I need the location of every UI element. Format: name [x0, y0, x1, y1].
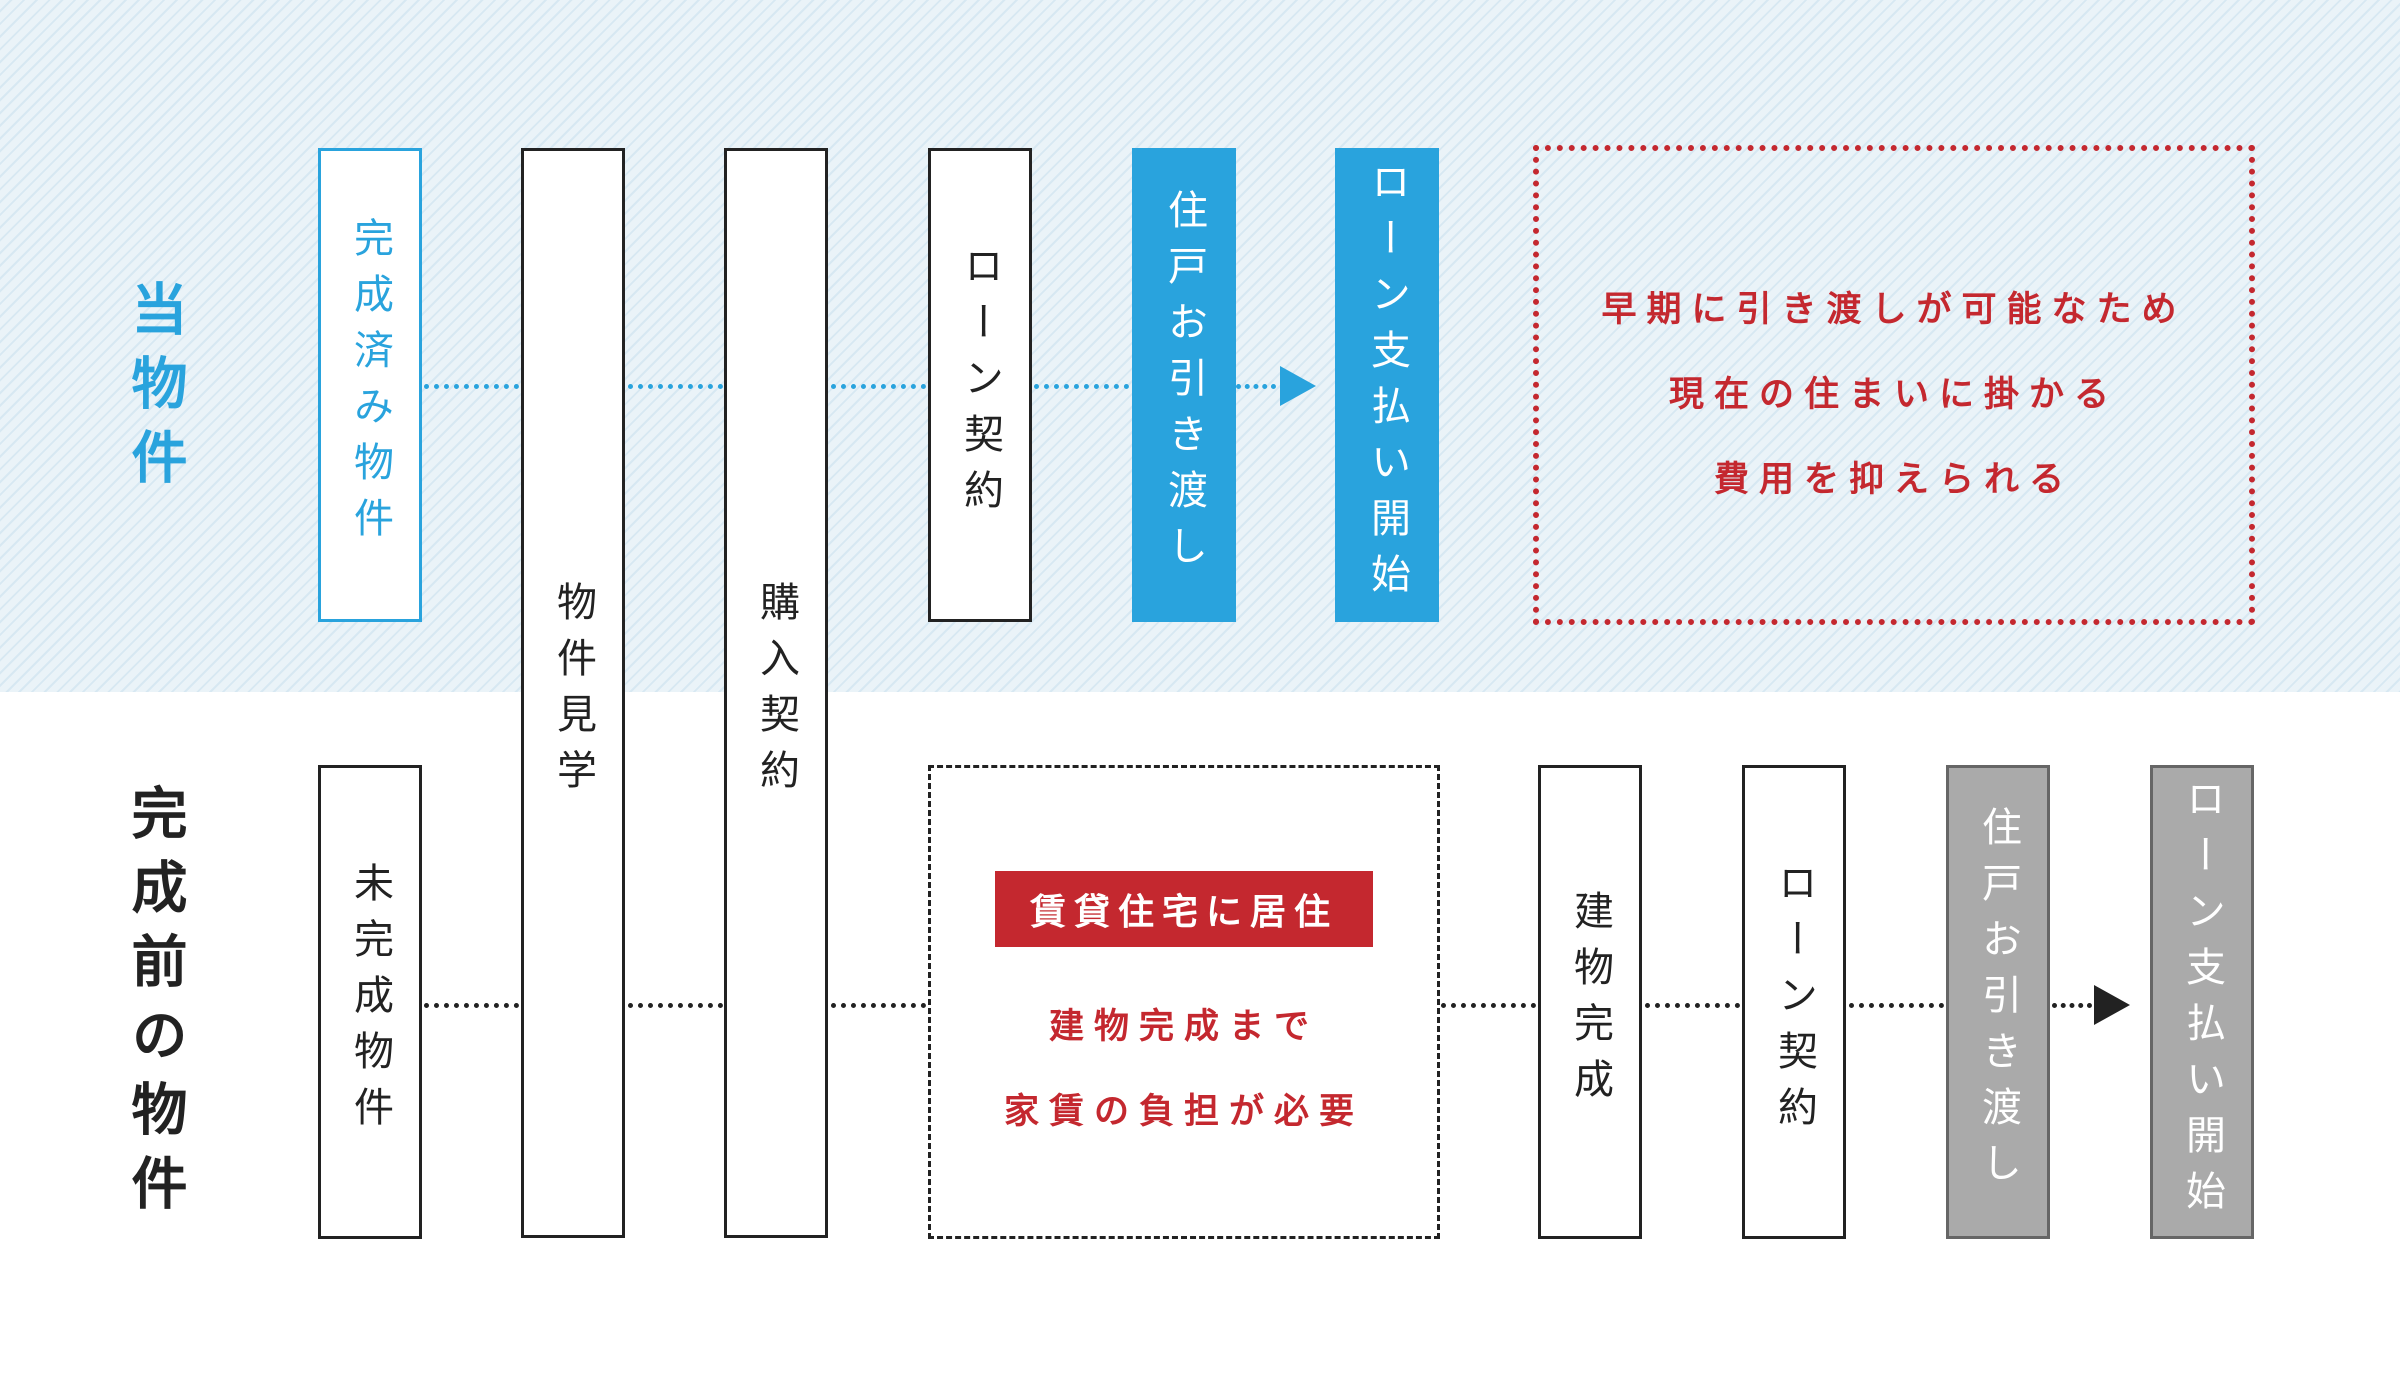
step-purchase-contract: 購入契約: [724, 148, 828, 1238]
benefit-box: 早期に引き渡しが可能なため 現在の住まいに掛かる 費用を抑えられる: [1533, 145, 2255, 625]
step-payment-start-bottom: ローン支払い開始: [2150, 765, 2254, 1239]
connector-dots: [1236, 384, 1276, 389]
step-label: 住戸お引き渡し: [1975, 806, 2021, 1198]
step-payment-start-top: ローン支払い開始: [1335, 148, 1439, 622]
connector-dots: [2052, 1003, 2092, 1008]
step-loan-contract-bottom: ローン契約: [1742, 765, 1846, 1239]
step-label: ローン契約: [1771, 862, 1817, 1142]
step-label: 住戸お引き渡し: [1161, 189, 1207, 581]
arrow-right-icon: [1280, 366, 1316, 406]
step-building-completion: 建物完成: [1538, 765, 1642, 1239]
step-property-viewing: 物件見学: [521, 148, 625, 1238]
step-label: ローン契約: [957, 245, 1003, 525]
row-label-top: 当物件: [122, 280, 187, 502]
step-label: ローン支払い開始: [1364, 161, 1410, 609]
step-loan-contract-top: ローン契約: [928, 148, 1032, 622]
benefit-line: 現在の住まいに掛かる: [1668, 375, 2119, 415]
rental-badge-label: 賃貸住宅に居住: [1029, 892, 1338, 933]
step-label: 建物完成: [1567, 890, 1613, 1114]
step-label: 完成済み物件: [347, 217, 393, 553]
step-label: 未完成物件: [347, 862, 393, 1142]
step-handover-bottom: 住戸お引き渡し: [1946, 765, 2050, 1239]
step-label: 購入契約: [753, 581, 799, 805]
connector-dots: [628, 384, 723, 389]
connector-dots: [424, 384, 519, 389]
step-unfinished-property: 未完成物件: [318, 765, 422, 1239]
step-label: 物件見学: [550, 581, 596, 805]
step-completed-property: 完成済み物件: [318, 148, 422, 622]
connector-dots: [628, 1003, 723, 1008]
arrow-right-icon: [2094, 985, 2130, 1025]
step-handover-top: 住戸お引き渡し: [1132, 148, 1236, 622]
rental-line: 建物完成まで: [1048, 1007, 1319, 1047]
rental-line: 家賃の負担が必要: [1003, 1092, 1364, 1132]
connector-dots: [1645, 1003, 1740, 1008]
connector-dots: [1034, 384, 1129, 389]
connector-dots: [831, 1003, 926, 1008]
rental-box: 賃貸住宅に居住 建物完成まで 家賃の負担が必要: [928, 765, 1440, 1239]
connector-dots: [424, 1003, 519, 1008]
benefit-line: 早期に引き渡しが可能なため: [1601, 290, 2187, 330]
connector-dots: [831, 384, 926, 389]
connector-dots: [1849, 1003, 1944, 1008]
row-label-bottom: 完成前の物件: [122, 784, 187, 1228]
rental-badge: 賃貸住宅に居住: [995, 871, 1373, 947]
benefit-line: 費用を抑えられる: [1713, 460, 2074, 500]
step-label: ローン支払い開始: [2179, 778, 2225, 1226]
connector-dots: [1441, 1003, 1536, 1008]
